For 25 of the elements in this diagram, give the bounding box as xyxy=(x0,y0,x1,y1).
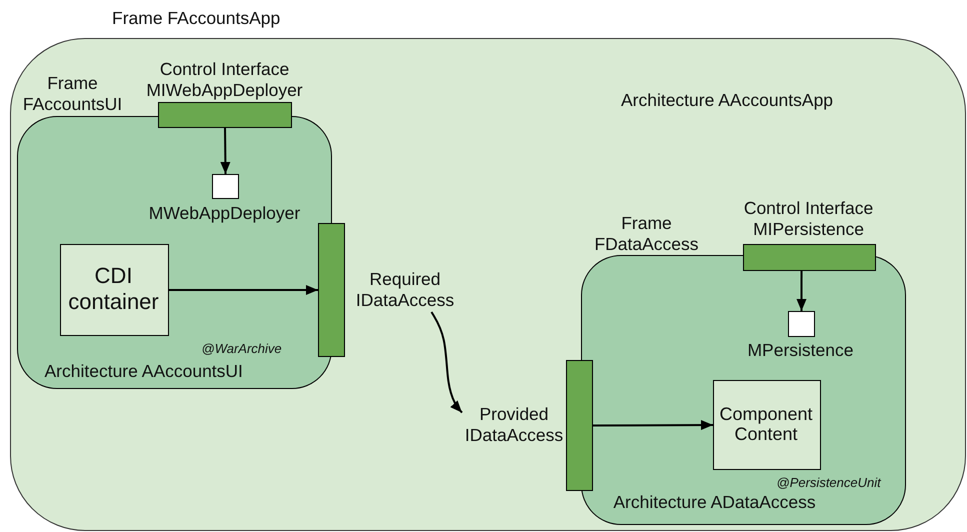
component-label: Component Content xyxy=(718,403,814,446)
annotation-label: @WarArchive xyxy=(202,340,283,356)
frame-label: Frame FAccountsUI xyxy=(22,72,124,114)
frame-label: Frame FDataAccess xyxy=(593,212,700,254)
port-label: Control Interface MIWebAppDeployer xyxy=(145,58,304,100)
frame-title: Frame FAccountsApp xyxy=(112,8,282,30)
interface-label: MPersistence xyxy=(746,340,854,362)
arrow xyxy=(796,271,806,311)
component-label: CDI container xyxy=(67,262,160,316)
interface-label: Required IDataAccess xyxy=(352,269,458,312)
interface-label: MWebAppDeployer xyxy=(148,202,302,224)
interface-port xyxy=(566,360,593,491)
arrow xyxy=(430,311,463,414)
component-box xyxy=(712,380,820,470)
arrow xyxy=(593,420,713,430)
arrow xyxy=(220,128,230,174)
architecture-label: Architecture AAccountsUI xyxy=(44,360,244,382)
component-box xyxy=(60,244,168,336)
interface-label: Provided IDataAccess xyxy=(462,404,566,447)
annotation-label: @PersistenceUnit xyxy=(776,474,882,490)
arrow xyxy=(169,285,318,295)
interface-port xyxy=(318,223,345,357)
architecture-label: Architecture ADataAccess xyxy=(612,492,817,514)
architecture-label: Architecture AAccountsApp xyxy=(620,90,834,112)
port-label: Control Interface MIPersistence xyxy=(742,198,874,240)
